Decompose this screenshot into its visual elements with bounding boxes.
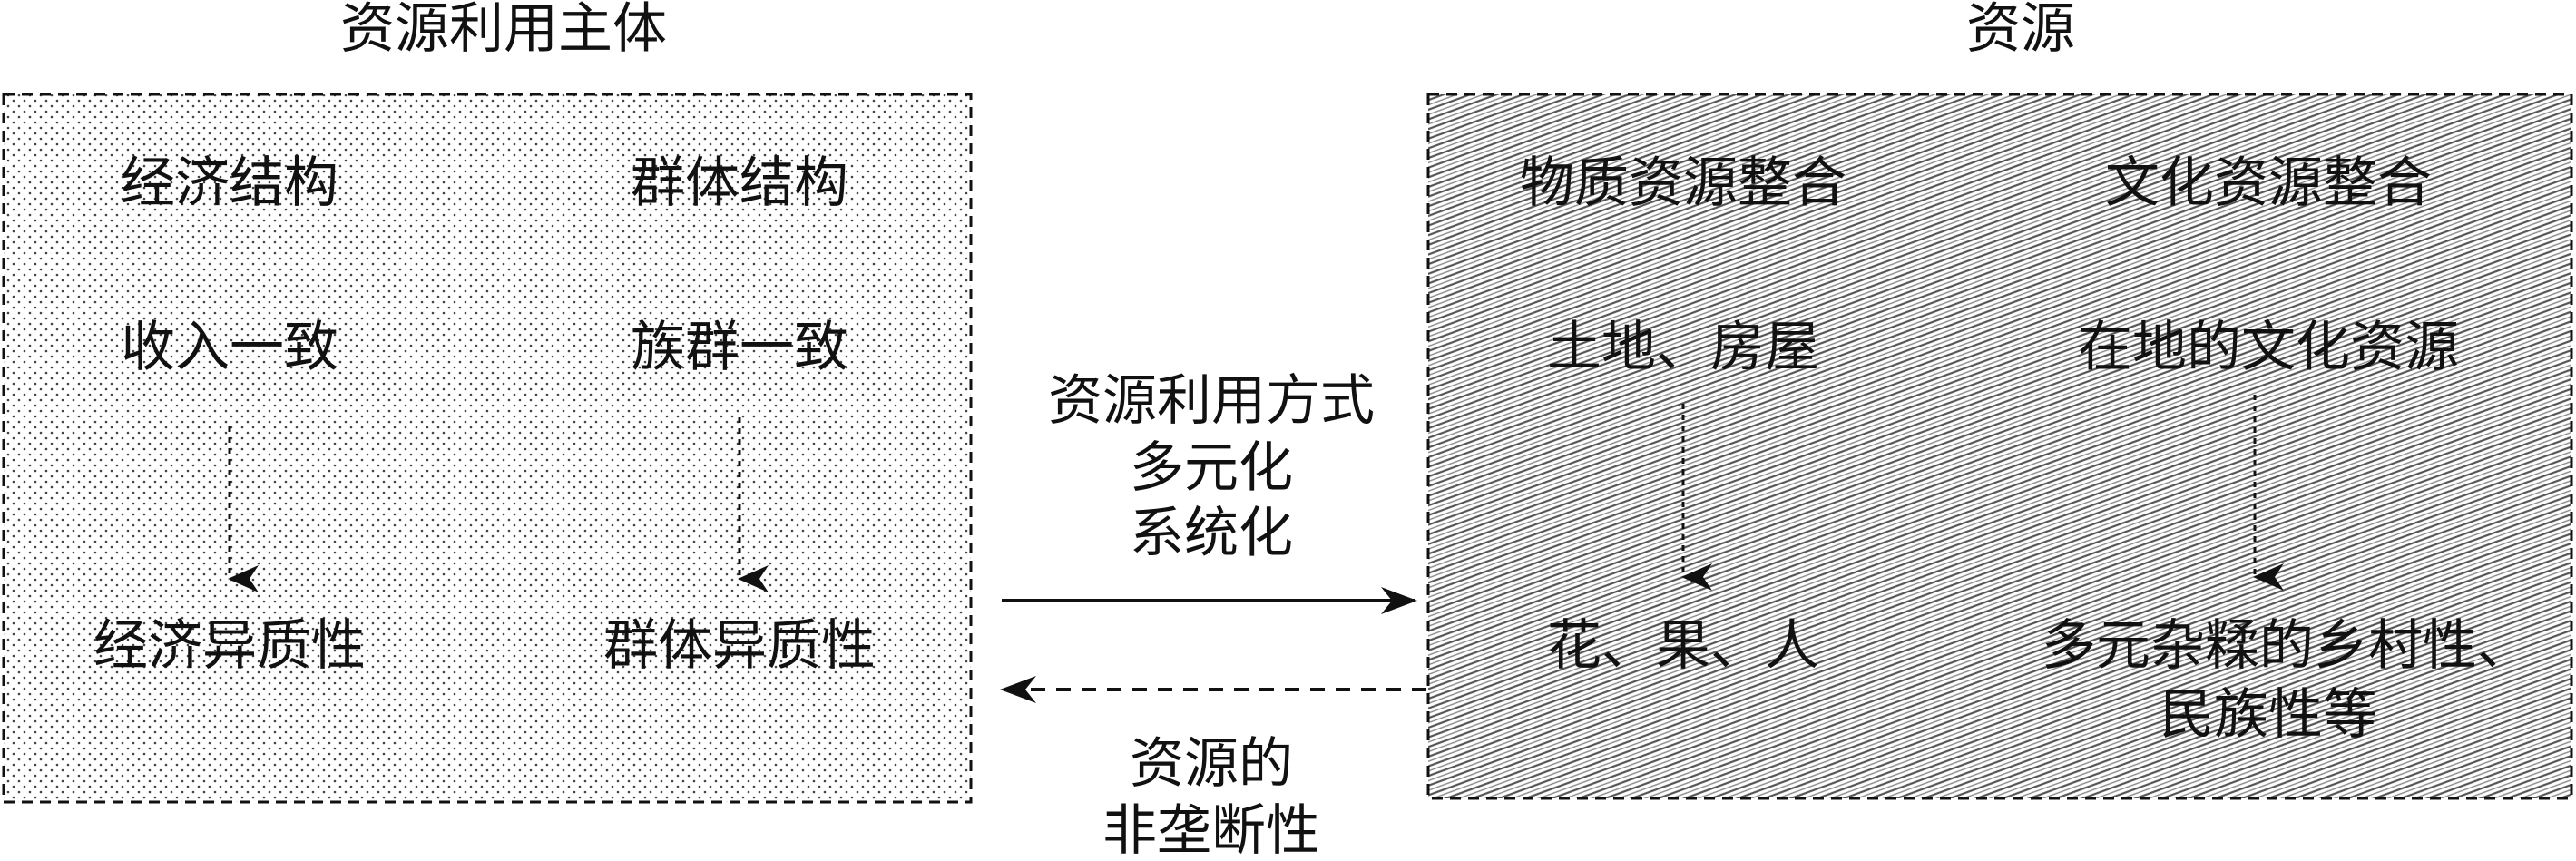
right-panel-title: 资源	[1966, 0, 2075, 61]
center-bottom-line2: 非垄断性	[1102, 799, 1320, 861]
left-col2-bottom: 群体异质性	[603, 614, 876, 678]
left-panel: 资源利用主体 经济结构 群体结构 收入一致 族群一致 经济异质性 群体异质性	[2, 0, 973, 804]
center-top-line3: 系统化	[1130, 502, 1293, 565]
left-panel-title: 资源利用主体	[340, 0, 667, 61]
left-col1-header: 经济结构	[121, 152, 338, 215]
right-panel-box	[1426, 93, 2573, 800]
right-col2-bottom-line2: 民族性等	[2160, 683, 2377, 747]
center-connector: 资源利用方式 多元化 系统化 资源的 非垄断性	[1000, 369, 1426, 861]
left-col2-header: 群体结构	[631, 152, 848, 215]
center-top-line2: 多元化	[1130, 436, 1293, 500]
left-col1-middle: 收入一致	[121, 316, 338, 379]
right-panel: 资源 物质资源整合 文化资源整合 土地、房屋 在地的文化资源 花、果、人 多元杂…	[1426, 0, 2573, 800]
center-top-line1: 资源利用方式	[1048, 369, 1375, 433]
right-col1-header: 物质资源整合	[1520, 152, 1846, 215]
right-col2-middle: 在地的文化资源	[2078, 316, 2459, 379]
left-panel-box	[2, 93, 973, 804]
right-col1-middle: 土地、房屋	[1547, 316, 1819, 379]
right-col2-header: 文化资源整合	[2105, 152, 2432, 215]
right-col2-bottom-line1: 多元杂糅的乡村性、	[2042, 614, 2532, 678]
center-bottom-line1: 资源的	[1130, 732, 1293, 796]
left-col2-middle: 族群一致	[631, 316, 848, 379]
right-col1-bottom: 花、果、人	[1547, 614, 1819, 678]
left-col1-bottom: 经济异质性	[93, 614, 366, 678]
